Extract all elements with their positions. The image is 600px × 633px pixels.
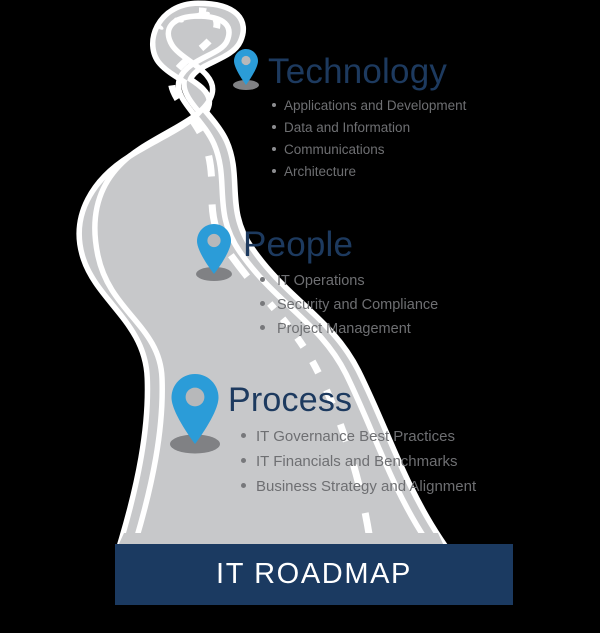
- bullet-label: IT Operations: [277, 273, 365, 289]
- bullet-label: IT Governance Best Practices: [256, 428, 455, 445]
- bullet-list-technology: Applications and Development Data and In…: [272, 98, 466, 179]
- bullet-list-process: IT Governance Best Practices IT Financia…: [241, 428, 476, 495]
- roadmap-banner: IT ROADMAP: [115, 544, 513, 605]
- map-pin-people[interactable]: [193, 222, 235, 282]
- section-heading-technology: Technology: [268, 52, 448, 91]
- banner-title: IT ROADMAP: [216, 558, 412, 590]
- bullet-dot-icon: [260, 277, 265, 282]
- list-item: IT Governance Best Practices: [241, 428, 476, 445]
- list-item: Applications and Development: [272, 98, 466, 113]
- road-center-dashes: [168, 7, 374, 541]
- list-item: Security and Compliance: [260, 297, 438, 313]
- bullet-dot-icon: [272, 103, 276, 107]
- pin-hole-icon: [241, 55, 251, 66]
- list-item: IT Operations: [260, 273, 438, 289]
- list-item: Architecture: [272, 164, 466, 179]
- bullet-label: Business Strategy and Alignment: [256, 478, 477, 495]
- map-pin-icon: [197, 224, 231, 274]
- list-item: Data and Information: [272, 120, 466, 135]
- bullet-dot-icon: [241, 483, 246, 488]
- section-people: People IT Operations Security and Compli…: [243, 227, 438, 345]
- road-base-lip: [118, 533, 444, 546]
- bullet-dot-icon: [272, 147, 276, 151]
- bullet-dot-icon: [272, 125, 276, 129]
- pin-hole-icon: [185, 387, 205, 407]
- bullet-list-people: IT Operations Security and Compliance Pr…: [260, 273, 438, 337]
- section-process: Process IT Governance Best Practices IT …: [228, 383, 476, 503]
- map-pin-process[interactable]: [166, 371, 224, 455]
- section-heading-people: People: [243, 225, 354, 264]
- bullet-label: Security and Compliance: [277, 297, 439, 313]
- bullet-label: Data and Information: [284, 120, 411, 135]
- map-pin-icon: [171, 374, 219, 444]
- section-heading-process: Process: [228, 381, 353, 419]
- road-top-dash-fragments: [156, 11, 210, 30]
- bullet-dot-icon: [241, 458, 246, 463]
- road-shoulder-stripes: [92, 13, 429, 543]
- list-item: IT Financials and Benchmarks: [241, 453, 476, 470]
- bullet-dot-icon: [272, 169, 276, 173]
- bullet-dot-icon: [260, 301, 265, 306]
- bullet-label: Architecture: [284, 164, 357, 179]
- list-item: Communications: [272, 142, 466, 157]
- map-pin-icon: [234, 49, 258, 85]
- list-item: Project Management: [260, 321, 438, 337]
- section-technology: Technology Applications and Development …: [268, 54, 466, 186]
- bullet-label: Applications and Development: [284, 98, 467, 113]
- list-item: Business Strategy and Alignment: [241, 478, 476, 495]
- bullet-label: Project Management: [277, 321, 411, 337]
- bullet-label: IT Financials and Benchmarks: [256, 453, 458, 470]
- pin-hole-icon: [207, 233, 221, 248]
- map-pin-technology[interactable]: [231, 47, 261, 91]
- bullet-dot-icon: [260, 325, 265, 330]
- bullet-label: Communications: [284, 142, 385, 157]
- bullet-dot-icon: [241, 433, 246, 438]
